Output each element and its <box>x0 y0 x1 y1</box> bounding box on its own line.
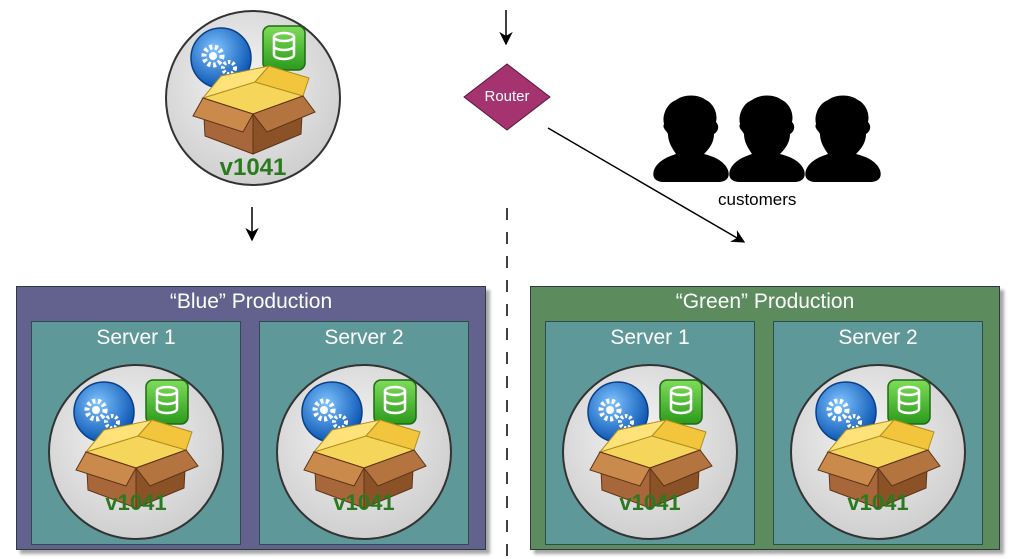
top-package: v1041 <box>163 8 343 188</box>
blue-server-2: Server 2 v1041 <box>259 321 469 545</box>
router-to-green-arrow <box>547 127 746 243</box>
customers-icon <box>653 95 881 182</box>
server-package: v1041 <box>560 362 740 542</box>
server-package: v1041 <box>46 362 226 542</box>
blue-server-1: Server 1 v1041 <box>31 321 241 545</box>
server-title: Server 1 <box>610 326 690 349</box>
server-version: v1041 <box>333 490 395 515</box>
server-package: v1041 <box>788 362 968 542</box>
top-package-version: v1041 <box>219 154 287 181</box>
green-server-1: Server 1 v1041 <box>545 321 755 545</box>
router-label: Router <box>484 88 530 105</box>
blue-production: “Blue” Production Server 1 v1041 Server … <box>16 286 486 550</box>
green-server-2: Server 2 v1041 <box>773 321 983 545</box>
blue-production-title: “Blue” Production <box>169 290 333 313</box>
server-title: Server 2 <box>324 326 404 349</box>
server-title: Server 2 <box>838 326 918 349</box>
customers-label: customers <box>718 190 797 209</box>
server-package: v1041 <box>274 362 454 542</box>
green-production: “Green” Production Server 1 v1041 Server… <box>530 286 1000 550</box>
server-version: v1041 <box>105 490 167 515</box>
server-version: v1041 <box>847 490 909 515</box>
green-production-title: “Green” Production <box>675 290 855 313</box>
server-version: v1041 <box>619 490 681 515</box>
server-title: Server 1 <box>96 326 176 349</box>
router-diamond[interactable] <box>463 63 551 131</box>
customers-group <box>652 90 882 186</box>
